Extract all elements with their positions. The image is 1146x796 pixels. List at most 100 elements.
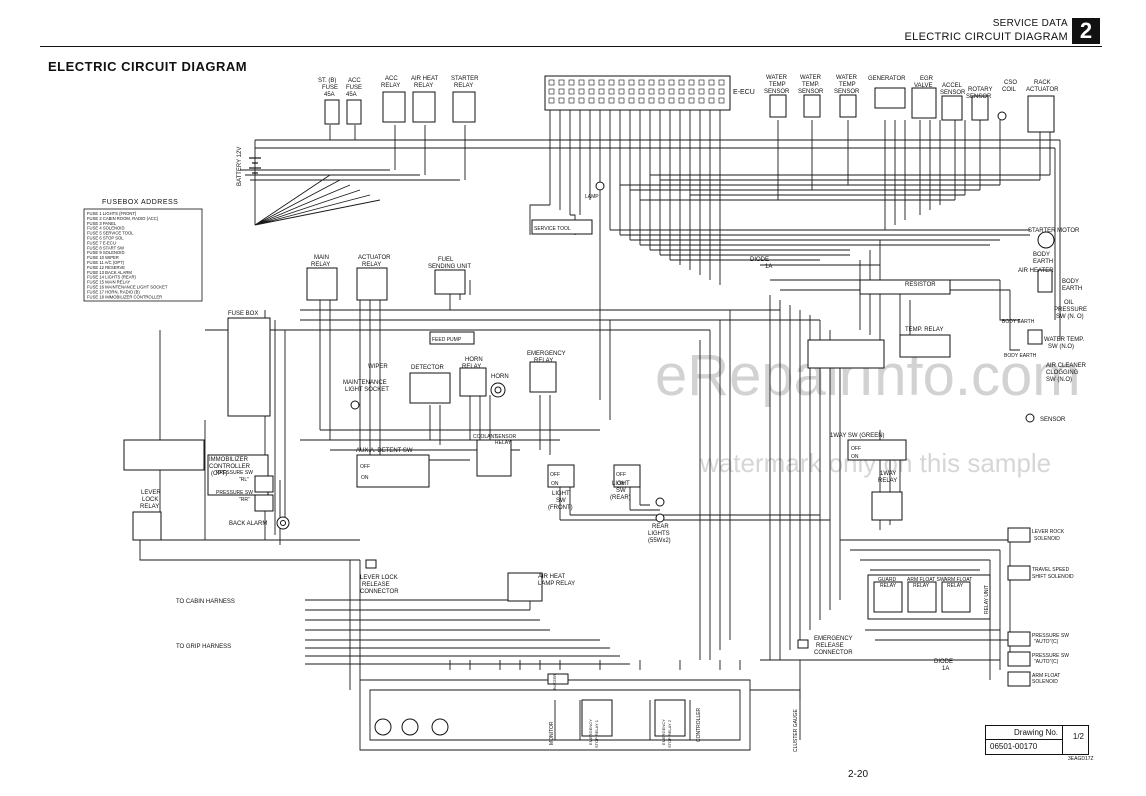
rotary-label-2: SENSOR bbox=[966, 94, 992, 100]
feed-pump-label: FEED PUMP bbox=[432, 337, 462, 343]
ecu-pin bbox=[638, 79, 645, 86]
back-alarm-label: BACK ALARM bbox=[229, 521, 267, 527]
pressure-rr-label-2: "RR" bbox=[239, 497, 250, 503]
fusebox-title: FUSEBOX ADDRESS bbox=[102, 199, 178, 206]
light-sw-rear-label-3: (REAR) bbox=[610, 495, 631, 501]
body-earth-label-2: EARTH bbox=[1033, 259, 1053, 265]
body-earth-b-label-2: EARTH bbox=[1062, 286, 1082, 292]
to-cabin-label: TO CABIN HARNESS bbox=[176, 599, 235, 605]
light-front-on-label: ON bbox=[551, 481, 559, 487]
ecu-pin bbox=[648, 97, 655, 104]
ecu-pin bbox=[708, 88, 715, 95]
fusebox-row: FUSE 15 MAIN RELAY bbox=[87, 280, 130, 285]
way1-off-label: OFF bbox=[851, 446, 861, 452]
ecu-pin bbox=[598, 79, 605, 86]
acc-fuse-label-3: 45A bbox=[346, 92, 357, 98]
water-temp-sw-label-2: SW (N.O) bbox=[1048, 344, 1074, 350]
rack-label: RACK bbox=[1034, 80, 1051, 86]
section-label: SERVICE DATA bbox=[992, 18, 1068, 29]
lever-lock-relay-label: LEVER bbox=[141, 490, 161, 496]
rear-lights-label-3: (55Wx2) bbox=[648, 538, 671, 544]
light-rear-on-label: ON bbox=[617, 481, 625, 487]
arm-float-relay-label: ARM FLOAT SW bbox=[907, 577, 945, 583]
ecu-pin bbox=[698, 88, 705, 95]
fusebox-row: FUSE 14 LIGHTS (REAR) bbox=[87, 275, 136, 280]
round-components bbox=[276, 111, 1055, 736]
fusebox-row: FUSE 10 WIPER bbox=[87, 255, 119, 260]
oil-pressure-label-3: SW (N. O) bbox=[1056, 314, 1084, 320]
ecu-pin bbox=[548, 79, 555, 86]
battery-symbol bbox=[249, 157, 261, 174]
generator-label: GENERATOR bbox=[868, 76, 906, 82]
fusebox-row: FUSE 9 SOLENOID bbox=[87, 250, 124, 255]
ecu-pin bbox=[568, 97, 575, 104]
accel-label-2: SENSOR bbox=[940, 90, 966, 96]
ecu-pin bbox=[668, 88, 675, 95]
starter-relay-label: STARTER bbox=[451, 76, 479, 82]
aux-off-label: OFF bbox=[360, 464, 370, 470]
coolant-label: COOLANT bbox=[473, 434, 497, 440]
to-grip-label: TO GRIP HARNESS bbox=[176, 644, 231, 650]
ecu-pin bbox=[578, 97, 585, 104]
st-fuse-label-2: FUSE bbox=[322, 85, 338, 91]
rear-lights-label-2: LIGHTS bbox=[648, 531, 670, 537]
light-sw-front-label-2: SW bbox=[556, 498, 566, 504]
air-cleaner-label-2: CLOGGING bbox=[1046, 370, 1079, 376]
way1-on-label: ON bbox=[851, 454, 859, 460]
lever-lock-relay-label-2: LOCK bbox=[142, 497, 158, 503]
main-relay-label: MAIN bbox=[314, 255, 329, 261]
arm-float-relay-label-3: ARM FLOAT bbox=[944, 577, 972, 583]
air-heat-relay-label: AIR HEAT bbox=[411, 76, 439, 82]
ecu-pin bbox=[588, 79, 595, 86]
buzzer-label: BUZZER bbox=[552, 674, 557, 690]
drawing-label: Drawing No. bbox=[1014, 728, 1059, 737]
lever-lock-rel-conn-label-2: RELEASE bbox=[362, 582, 390, 588]
fusebox-row: FUSE 2 CABIN ROOM, RADIO (ACC) bbox=[87, 216, 159, 221]
travel-speed-label: TRAVEL SPEED bbox=[1032, 567, 1070, 573]
ecu-pin bbox=[658, 79, 665, 86]
ecu-pin bbox=[598, 97, 605, 104]
air-cleaner-label-3: SW (N.O) bbox=[1046, 377, 1072, 383]
emergency-conn-label: EMERGENCY bbox=[814, 636, 853, 642]
coolant-label-2: SENSOR bbox=[495, 434, 517, 440]
emerg-stop1-label-2: STOP RELAY 1 bbox=[594, 719, 599, 748]
fusebox-row: FUSE 1 LIGHTS (FRONT) bbox=[87, 211, 137, 216]
body-earth-d-label: BODY EARTH bbox=[1004, 353, 1037, 359]
ecu-pin bbox=[568, 88, 575, 95]
way1-relay-label-2: RELAY bbox=[878, 478, 897, 484]
page-number: 2-20 bbox=[848, 769, 869, 780]
rotary-label: ROTARY bbox=[968, 87, 992, 93]
body-earth-label: BODY bbox=[1033, 252, 1050, 258]
ecu-pin bbox=[628, 79, 635, 86]
oil-pressure-label-2: PRESSURE bbox=[1054, 307, 1087, 313]
water-temp-2-label-2: TEMP. bbox=[802, 82, 820, 88]
water-temp-2-label-3: SENSOR bbox=[798, 89, 824, 95]
ecu-pin bbox=[678, 97, 685, 104]
ecu-pins bbox=[548, 79, 725, 104]
water-temp-3-label-3: SENSOR bbox=[834, 89, 860, 95]
actuator-relay-label: ACTUATOR bbox=[358, 255, 391, 261]
drawing-number: 06501-00170 bbox=[990, 742, 1038, 751]
egr-label: EGR bbox=[920, 76, 934, 82]
fusebox-row: FUSE 17 HORN, RADIO (B) bbox=[87, 289, 140, 294]
water-temp-3-label: WATER bbox=[836, 75, 858, 81]
diode-bot-label-2: 1A bbox=[942, 666, 949, 672]
light-sw-front-label-3: (FRONT) bbox=[548, 505, 573, 511]
fusebox-row: FUSE 11 A/C (OPT) bbox=[87, 260, 125, 265]
lever-lock-rel-conn-label: LEVER LOCK bbox=[360, 575, 398, 581]
oil-pressure-label: OIL bbox=[1064, 300, 1074, 306]
fusebox-address-table: FUSEBOX ADDRESS FUSE 1 LIGHTS (FRONT)FUS… bbox=[83, 199, 203, 302]
acc-relay-label-2: RELAY bbox=[381, 83, 400, 89]
temp-relay-label: TEMP. RELAY bbox=[905, 327, 943, 333]
maintenance-label-2: LIGHT SOCKET bbox=[345, 387, 389, 393]
ecu-pin bbox=[708, 79, 715, 86]
rear-lights-label: REAR bbox=[652, 524, 669, 530]
ecu-pin bbox=[608, 79, 615, 86]
ecu-pin bbox=[688, 88, 695, 95]
resistor-label: RESISTOR bbox=[905, 282, 936, 288]
ecu-pin bbox=[658, 88, 665, 95]
ecu-pin bbox=[588, 97, 595, 104]
horn-relay-label-2: RELAY bbox=[462, 364, 481, 370]
ecu-pin bbox=[638, 88, 645, 95]
